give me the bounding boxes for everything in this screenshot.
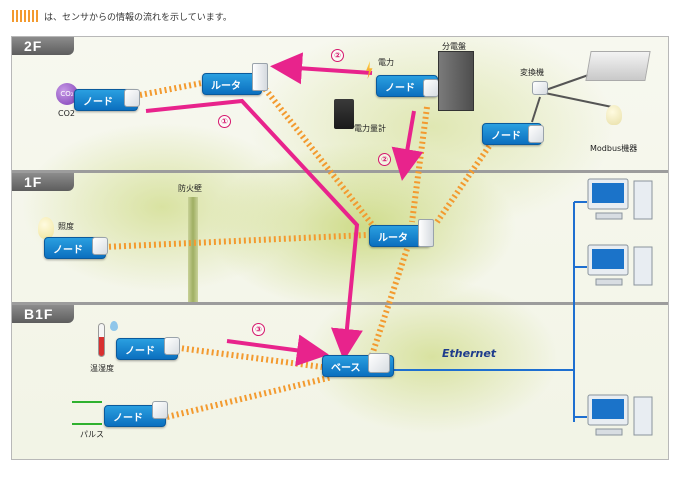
illuminance-lightbulb-icon <box>38 217 54 239</box>
flow-path-1 <box>145 98 363 361</box>
flow-number-2-top: ② <box>331 49 344 62</box>
link-illuminance-router1f <box>103 232 368 250</box>
router-1f-label: ルータ <box>378 232 408 244</box>
link-pulse-base <box>166 374 333 420</box>
node-illuminance: ノード <box>44 237 106 259</box>
flow-number-3: ③ <box>252 323 265 336</box>
router-2f-device-icon <box>252 63 268 91</box>
wire-converter-node <box>531 96 541 123</box>
node-temp-humidity-label: ノード <box>125 345 155 357</box>
distribution-board-label: 分電盤 <box>442 42 466 51</box>
flow-path-2a <box>270 52 373 85</box>
node-temp-humidity-device-icon <box>164 337 180 355</box>
pc-icon <box>587 394 653 436</box>
node-power: ノード <box>376 75 438 97</box>
node-illuminance-device-icon <box>92 237 108 255</box>
co2-badge-text: CO₂ <box>60 90 74 98</box>
wire-converter-light <box>539 91 613 108</box>
link-modbusnode-router1f <box>434 140 495 224</box>
converter-device-icon <box>532 81 548 95</box>
flow-path-2b <box>391 110 424 181</box>
humidity-drop-icon <box>110 321 118 331</box>
pc-icon <box>587 244 653 286</box>
node-co2-device-icon <box>124 89 140 107</box>
lightbulb-icon <box>606 105 622 125</box>
floor-tab-b1f: B1F <box>12 305 74 323</box>
temp-humidity-label: 温湿度 <box>90 364 114 373</box>
node-pulse: ノード <box>104 405 166 427</box>
floor-separator-1f-b1f <box>12 302 668 305</box>
link-router1f-base <box>369 248 410 356</box>
router-2f-label: ルータ <box>211 80 241 92</box>
converter-label: 変換機 <box>520 68 544 77</box>
router-1f-device-icon <box>418 219 434 247</box>
node-modbus-label: ノード <box>491 130 521 142</box>
node-power-label: ノード <box>385 82 415 94</box>
pulse-label: パルス <box>80 430 104 439</box>
air-conditioner-icon <box>585 51 651 81</box>
illuminance-label: 照度 <box>58 222 74 231</box>
co2-sensor-icon: CO₂ <box>56 83 78 105</box>
legend-text: は、センサからの情報の流れを示しています。 <box>44 12 232 23</box>
node-power-device-icon <box>423 79 439 97</box>
pulse-waveform-icon <box>72 401 102 425</box>
node-modbus-device-icon <box>528 125 544 143</box>
thermometer-icon <box>98 323 105 357</box>
legend: は、センサからの情報の流れを示しています。 <box>12 9 232 23</box>
power-label: 電力 <box>378 58 394 67</box>
link-power-router1f <box>409 106 430 223</box>
power-icon <box>366 61 373 79</box>
link-router2f-router1f <box>259 83 385 239</box>
network-diagram: 2F 1F B1F <box>11 36 669 460</box>
modbus-label: Modbus機器 <box>590 144 638 153</box>
node-illuminance-label: ノード <box>53 244 83 256</box>
link-layer <box>103 52 613 422</box>
legend-swatch-icon <box>12 10 38 22</box>
node-pulse-label: ノード <box>113 412 143 424</box>
flow-number-2-mid: ② <box>378 153 391 166</box>
floor-tab-1f: 1F <box>12 173 74 191</box>
flow-number-1: ① <box>218 115 231 128</box>
flow-path-3 <box>226 334 329 367</box>
co2-label: CO2 <box>58 109 75 118</box>
pc-icon <box>587 178 653 220</box>
power-meter-icon <box>334 99 354 129</box>
node-co2-label: ノード <box>83 96 113 108</box>
firewall-label: 防火壁 <box>178 184 202 193</box>
node-pulse-device-icon <box>152 401 168 419</box>
distribution-board-icon <box>438 51 474 111</box>
firewall-pillar <box>188 197 198 302</box>
ethernet-label: Ethernet <box>442 347 497 360</box>
power-meter-label: 電力量計 <box>354 124 386 133</box>
floor-tab-2f: 2F <box>12 37 74 55</box>
base-station-device-icon <box>368 353 390 373</box>
floor-separator-2f-1f <box>12 170 668 173</box>
base-station-label: ベース <box>331 362 361 374</box>
link-co2-router <box>139 80 203 98</box>
